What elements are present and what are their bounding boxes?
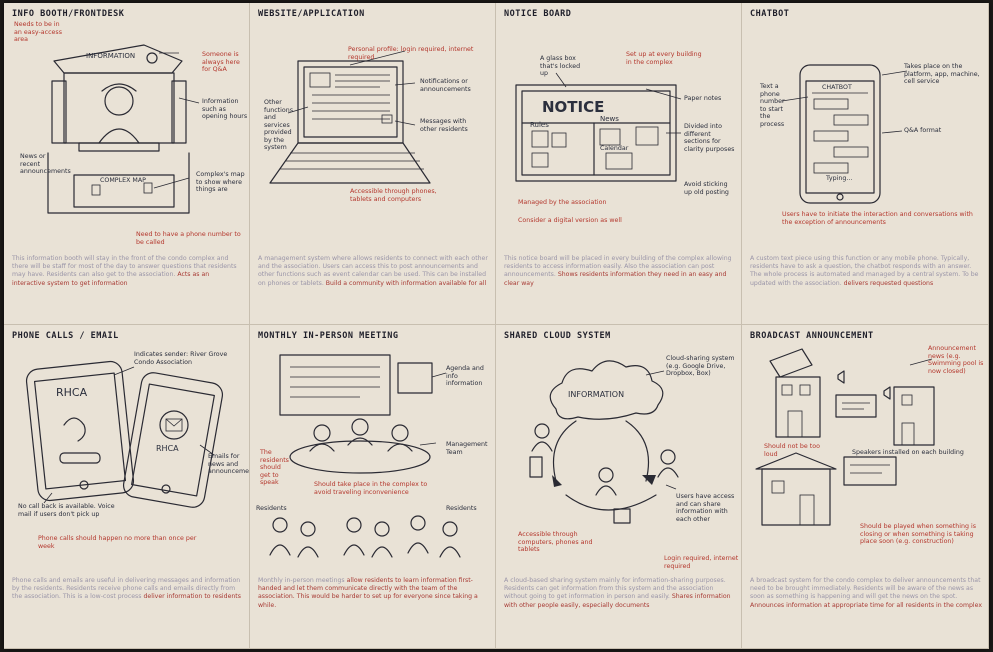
note: Residents bbox=[256, 505, 287, 512]
note: Speakers installed on each building bbox=[852, 449, 964, 456]
note: Should be played when something is closi… bbox=[860, 523, 977, 545]
note: Cloud-sharing system (e.g. Google Drive,… bbox=[666, 355, 735, 377]
note: COMPLEX MAP bbox=[100, 177, 146, 184]
note: Other functions and services provided by… bbox=[264, 99, 294, 151]
note: RHCA bbox=[56, 386, 88, 399]
cloud-sharing-sketch bbox=[529, 360, 679, 524]
panel-description: A broadcast system for the condo complex… bbox=[750, 577, 982, 609]
notice-board-sketch bbox=[515, 72, 682, 182]
note: Should take place in the complex to avoi… bbox=[314, 481, 428, 496]
phones-sketch bbox=[25, 360, 224, 508]
panel-title: SHARED CLOUD SYSTEM bbox=[504, 331, 611, 341]
panel-description: This information booth will stay in the … bbox=[12, 255, 237, 287]
note: Users have to initiate the interaction a… bbox=[782, 211, 973, 226]
panel-title: NOTICE BOARD bbox=[504, 9, 572, 19]
note: Residents bbox=[446, 505, 477, 512]
note: Accessible through phones, tablets and c… bbox=[350, 188, 437, 203]
storyboard-sheet: INFO BOOTH/FRONTDESK Needs to be in an e… bbox=[4, 3, 989, 649]
panel-description: This notice board will be placed in ever… bbox=[504, 255, 732, 287]
note: Complex's map to show where things are bbox=[196, 171, 245, 193]
note: Divided into different sections for clar… bbox=[684, 123, 735, 153]
panel-monthly-meeting: MONTHLY IN-PERSON MEETING Agenda and inf… bbox=[250, 325, 496, 649]
panel-website-application: WEBSITE/APPLICATION Personal profile: lo… bbox=[250, 3, 496, 325]
panel-title: BROADCAST ANNOUNCEMENT bbox=[750, 331, 874, 341]
panel-notice-board: NOTICE BOARD A glass box that's locked u… bbox=[496, 3, 742, 325]
laptop-sketch bbox=[269, 50, 431, 184]
note: Consider a digital version as well bbox=[518, 217, 622, 224]
note: Messages with other residents bbox=[420, 118, 468, 133]
broadcast-buildings-sketch bbox=[755, 348, 935, 526]
note: Management Team bbox=[446, 441, 488, 456]
note: NOTICE bbox=[542, 98, 605, 116]
panel-description: A management system where allows residen… bbox=[258, 255, 488, 287]
panel-title: PHONE CALLS / EMAIL bbox=[12, 331, 119, 341]
panel-title: CHATBOT bbox=[750, 9, 790, 19]
note: INFORMATION bbox=[86, 52, 136, 60]
panel-info-booth: INFO BOOTH/FRONTDESK Needs to be in an e… bbox=[4, 3, 250, 325]
panel-shared-cloud: SHARED CLOUD SYSTEM Cloud-sharing system… bbox=[496, 325, 742, 649]
panel-phone-calls-email: PHONE CALLS / EMAIL Indicates sender: Ri… bbox=[4, 325, 250, 649]
note: Phone calls should happen no more than o… bbox=[38, 535, 197, 550]
note: Paper notes bbox=[684, 95, 722, 102]
note: Need to have a phone number to be called bbox=[136, 231, 241, 246]
panel-description: Phone calls and emails are useful in del… bbox=[12, 577, 241, 601]
note: Q&A format bbox=[904, 127, 942, 134]
note: Accessible through computers, phones and… bbox=[518, 531, 593, 553]
note: Agenda and info information bbox=[446, 365, 484, 387]
note: Set up at every building in the complex bbox=[626, 51, 702, 66]
note: Managed by the association bbox=[518, 199, 607, 206]
note: RHCA bbox=[156, 444, 179, 453]
note: News or recent announcements bbox=[20, 153, 71, 175]
note: Indicates sender: River Grove Condo Asso… bbox=[134, 351, 228, 366]
note: Needs to be in an easy-access area bbox=[14, 21, 62, 43]
note: Text a phone number to start the process bbox=[760, 83, 785, 128]
info-booth-sketch bbox=[47, 44, 200, 214]
panel-title: MONTHLY IN-PERSON MEETING bbox=[258, 331, 399, 341]
panel-description: Monthly in-person meetings allow residen… bbox=[258, 577, 478, 609]
panel-description: A cloud-based sharing system mainly for … bbox=[504, 577, 731, 609]
note: News bbox=[600, 115, 619, 123]
note: Personal profile: login required, intern… bbox=[348, 46, 474, 61]
note: Should not be too loud bbox=[764, 443, 820, 458]
note: Login required, internet required bbox=[664, 555, 739, 570]
panel-broadcast-announcement: BROADCAST ANNOUNCEMENT Announcement news… bbox=[742, 325, 989, 649]
note: Rules bbox=[530, 121, 549, 129]
note: Typing... bbox=[826, 175, 853, 182]
note: Someone is always here for Q&A bbox=[202, 51, 240, 73]
panel-description: A custom text piece using this function … bbox=[750, 255, 979, 287]
note: Notifications or announcements bbox=[420, 78, 471, 93]
note: Emails for news and announcements bbox=[208, 453, 250, 475]
panel-chatbot: CHATBOT Takes place on the platform, app… bbox=[742, 3, 989, 325]
note: A glass box that's locked up bbox=[540, 55, 581, 77]
note: No call back is available. Voice mail if… bbox=[18, 503, 115, 518]
panel-title: WEBSITE/APPLICATION bbox=[258, 9, 365, 19]
meeting-sketch bbox=[269, 354, 461, 558]
note: Avoid sticking up old posting bbox=[684, 181, 729, 196]
note: Information such as opening hours bbox=[202, 98, 248, 120]
note: CHATBOT bbox=[822, 84, 852, 91]
note: Calendar bbox=[600, 145, 629, 152]
note: Announcement news (e.g. Swimming pool is… bbox=[928, 345, 984, 375]
chatbot-phone-sketch bbox=[781, 64, 908, 204]
note: Users have access and can share informat… bbox=[676, 493, 735, 523]
note: The residents should get to speak bbox=[260, 449, 289, 486]
note: INFORMATION bbox=[568, 390, 625, 399]
panel-title: INFO BOOTH/FRONTDESK bbox=[12, 9, 125, 19]
note: Takes place on the platform, app, machin… bbox=[904, 63, 980, 85]
